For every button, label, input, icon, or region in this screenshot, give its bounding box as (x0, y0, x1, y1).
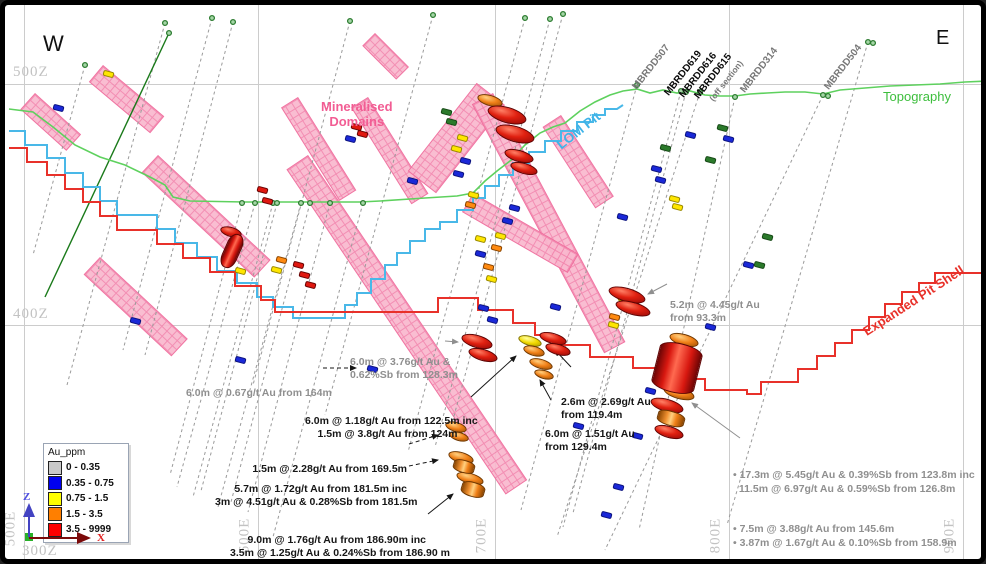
topography-label: Topography (883, 89, 951, 104)
mineralised-domains-label: Mineralised Domains (321, 99, 393, 129)
assay-interval-marker (474, 234, 487, 244)
legend-swatch-red (48, 522, 62, 537)
drill-collar-icon (238, 199, 246, 207)
grid-label-800E: 800E (707, 517, 724, 554)
assay-interval-marker (600, 510, 613, 520)
z-axis-label: Z (23, 491, 31, 503)
assay-interval-marker (684, 130, 697, 140)
drill-collar-icon (559, 10, 567, 18)
annotation-bullet-list: • 17.3m @ 5.45g/t Au & 0.39%Sb from 123.… (733, 469, 975, 549)
mineralised-domain (20, 93, 82, 151)
x-axis-label: X (97, 532, 105, 544)
assay-interval-marker (482, 262, 495, 272)
legend-row: 3.5 - 9999 (48, 522, 124, 538)
annotation-228: 1.5m @ 2.28g/t Au from 169.5m (252, 463, 407, 475)
assay-interval-marker (477, 303, 490, 313)
assay-interval-marker (486, 315, 499, 325)
assay-interval-marker (659, 143, 672, 153)
assay-interval-marker (616, 212, 629, 222)
grid-label-500E: 500E (2, 510, 19, 547)
legend-swatch-orange (48, 507, 62, 522)
assay-interval-marker (650, 164, 663, 174)
assay-interval-marker (753, 260, 766, 270)
assay-interval-marker (612, 482, 625, 492)
drill-collar-icon (81, 61, 89, 69)
assay-interval-marker (292, 260, 305, 270)
compass-west-label: W (43, 31, 64, 56)
legend-row: 0 - 0.35 (48, 460, 124, 476)
major-intercept-cylinder (649, 338, 705, 398)
assay-interval-marker (440, 107, 453, 117)
assay-interval-marker (716, 123, 729, 133)
legend-swatch-blue (48, 476, 62, 491)
legend-title: Au_ppm (48, 447, 86, 458)
drill-collar-icon (546, 15, 554, 23)
assay-interval-marker (459, 156, 472, 166)
drill-collar-icon (346, 17, 354, 25)
legend-row: 0.35 - 0.75 (48, 476, 124, 492)
drill-collar-icon (359, 199, 367, 207)
grid-label-400Z: 400Z (13, 306, 49, 322)
drill-collar-icon (165, 29, 173, 37)
assay-interval-marker (452, 169, 465, 179)
assay-interval-marker (474, 249, 487, 259)
assay-interval-marker (761, 232, 774, 242)
expanded-pit-shell-label: Expanded Pit Shell (860, 262, 967, 339)
grid-label-700E: 700E (473, 517, 490, 554)
assay-interval-marker (654, 175, 667, 185)
intercept-disk (533, 367, 555, 382)
drill-collar-icon (731, 93, 739, 101)
assay-interval-marker (304, 280, 317, 290)
gridline-500E (24, 5, 25, 559)
axis-origin (25, 533, 33, 541)
intercept-disk (543, 340, 573, 359)
drill-collar-icon (819, 91, 827, 99)
drill-collar-icon (161, 19, 169, 27)
au-ppm-legend: Au_ppm 0 - 0.35 0.35 - 0.75 0.75 - 1.5 1… (43, 443, 129, 543)
drill-collar-icon (429, 11, 437, 19)
drill-collar-icon (273, 199, 281, 207)
assay-interval-marker (508, 203, 521, 213)
drill-collar-icon (824, 92, 832, 100)
grid-label-500Z: 500Z (13, 64, 49, 80)
drill-collar-icon (251, 199, 259, 207)
legend-swatch-gray (48, 460, 62, 475)
assay-interval-marker (671, 202, 684, 212)
annotation-376: 6.0m @ 3.76g/t Au &0.62%Sb from 128.3m (350, 356, 458, 381)
grid-label-300Z: 300Z (22, 543, 58, 559)
drill-collar-icon (229, 18, 237, 26)
mineralised-domain (88, 65, 165, 134)
assay-interval-marker (722, 134, 735, 144)
assay-interval-marker (668, 194, 681, 204)
assay-interval-marker (344, 134, 357, 144)
legend-swatch-yellow (48, 491, 62, 506)
legend-row: 0.75 - 1.5 (48, 491, 124, 507)
mineralised-domain (362, 33, 409, 80)
assay-interval-marker (298, 270, 311, 280)
drill-collar-icon (297, 199, 305, 207)
assay-interval-marker (490, 243, 503, 253)
mineralised-domain (141, 155, 271, 278)
mineralised-domain (83, 257, 188, 357)
drill-collar-icon (864, 38, 872, 46)
compass-east-label: E (936, 27, 950, 49)
drill-label-MBRDD314: MBRDD314 (738, 45, 781, 95)
assay-interval-marker (270, 265, 283, 275)
drill-collar-icon (208, 14, 216, 22)
legend-row: 1.5 - 3.5 (48, 507, 124, 523)
intercept-disk (522, 343, 546, 359)
annotation-067: 6.0m @ 0.67g/t Au from 164m (186, 387, 332, 399)
assay-interval-marker (549, 302, 562, 312)
drill-collar-icon (521, 14, 529, 22)
drill-collar-icon (869, 39, 877, 47)
assay-interval-marker (275, 255, 288, 265)
assay-interval-marker (704, 155, 717, 165)
assay-interval-marker (261, 196, 274, 206)
